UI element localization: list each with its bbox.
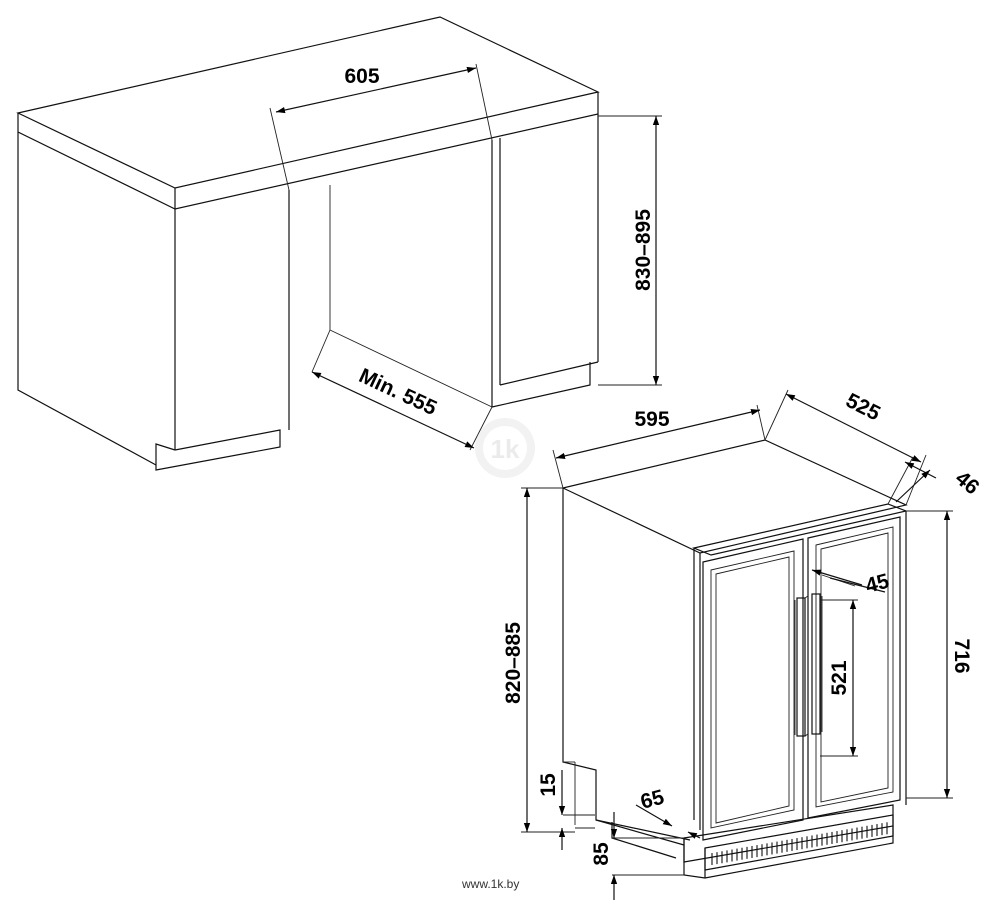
cabinet-width-label: 605 [344, 65, 379, 88]
handle-offset-dimension: 45 [811, 569, 892, 598]
watermark-caption: www.1k.by [461, 877, 519, 891]
cabinet-height-dimension: 830–895 [598, 115, 662, 386]
plinth-height-label: 85 [590, 842, 613, 866]
door-height-dimension: 716 [906, 510, 973, 799]
unit-width-label: 595 [634, 408, 669, 431]
watermark-logo-text: 1k [491, 434, 520, 464]
left-door [702, 538, 804, 841]
door-offset-label: 46 [951, 467, 984, 500]
plinth-gap-dimension: 15 [537, 770, 595, 850]
cabinet-depth-dimension: Min. 555 [311, 329, 493, 451]
ventilation-grille [683, 804, 894, 879]
plinth-gap-label: 15 [537, 773, 560, 797]
plinth-depth-label: 65 [638, 786, 667, 814]
door-offset-dimension: 46 [887, 456, 984, 505]
unit-depth-dimension: 525 [764, 389, 927, 506]
cabinet-width-dimension: 605 [269, 63, 493, 191]
door-handles [794, 593, 823, 737]
plinth-height-dimension: 85 [590, 812, 684, 900]
wine-cooler [561, 439, 909, 879]
right-door [807, 516, 901, 819]
kitchen-cabinet [16, 16, 600, 471]
watermark-logo: 1k [475, 418, 535, 478]
handle-length-dimension: 521 [820, 599, 858, 757]
cabinet-height-label: 830–895 [632, 209, 655, 291]
unit-depth-label: 525 [842, 389, 884, 426]
handle-length-label: 521 [828, 660, 851, 695]
door-height-label: 716 [950, 638, 973, 673]
unit-height-dimension: 820–885 [502, 487, 575, 833]
unit-height-label: 820–885 [502, 622, 525, 704]
unit-width-dimension: 595 [552, 404, 766, 489]
